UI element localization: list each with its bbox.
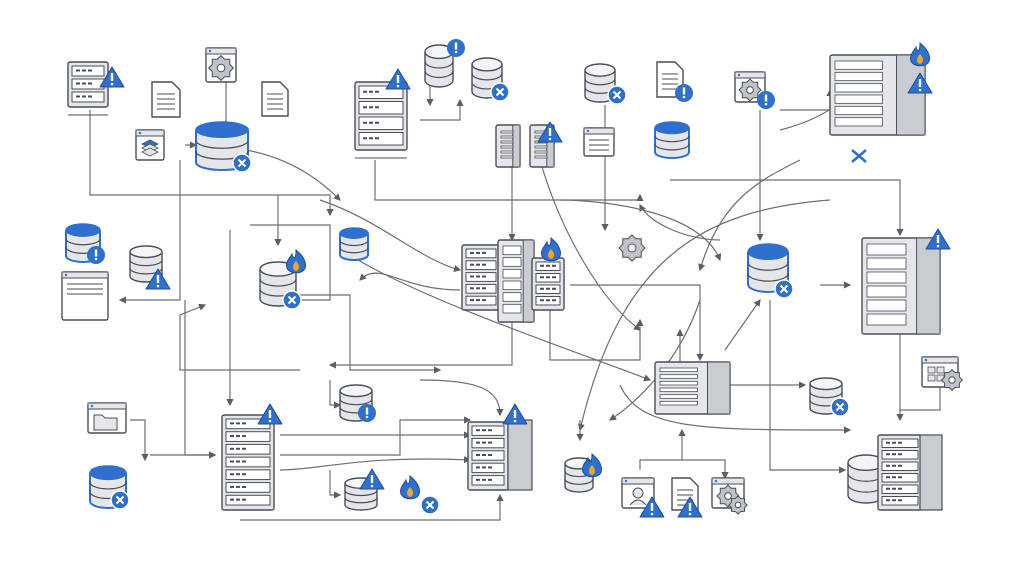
connector-arrow (724, 299, 761, 351)
fire-icon (582, 452, 602, 478)
gear-icon (940, 368, 964, 392)
gear-icon (207, 54, 235, 82)
server-rack-icon (531, 257, 565, 311)
connector-arrow (900, 378, 944, 411)
alert-badge-icon (87, 246, 105, 264)
error-x-icon (774, 279, 794, 299)
connector-arrow (328, 320, 513, 369)
connector-arrow (250, 224, 331, 304)
fire-icon (541, 236, 561, 262)
server-tower-icon (497, 239, 535, 323)
connector-arrow (539, 159, 641, 331)
gear-icon (618, 234, 646, 262)
server-rack-icon (67, 61, 109, 108)
connector-arrow (184, 300, 217, 459)
warning-icon (907, 72, 933, 94)
warning-icon (99, 66, 125, 88)
error-x-icon (607, 85, 627, 105)
warning-icon (502, 403, 528, 425)
database-icon (584, 63, 616, 103)
warning-icon (925, 228, 951, 250)
error-x-icon (830, 397, 850, 417)
database-icon (654, 121, 690, 159)
server-tower-icon (654, 361, 731, 415)
connectors (89, 68, 944, 521)
connector-arrow (419, 379, 504, 417)
server-tower-icon (829, 54, 926, 136)
database-icon (424, 44, 454, 88)
warning-icon (385, 68, 411, 90)
folder-window-icon (87, 402, 127, 434)
connector-arrow (319, 199, 462, 273)
connector-arrow (329, 380, 342, 409)
database-icon (129, 245, 163, 283)
document-icon (151, 81, 181, 118)
connector-arrow (89, 110, 334, 217)
connector-arrow (300, 294, 442, 374)
server-rack-icon (221, 414, 275, 511)
gear-icon (728, 495, 748, 515)
connector-arrow (280, 416, 472, 456)
connector-arrow (374, 160, 644, 201)
server-tower-icon (495, 124, 521, 168)
connector-arrow (420, 98, 464, 121)
warning-icon (359, 468, 385, 490)
fire-icon (910, 41, 930, 67)
connector-arrow (279, 456, 472, 471)
fire-icon (400, 474, 420, 500)
connector-arrow (179, 303, 300, 371)
server-side-panel (919, 434, 943, 511)
connector-arrow (559, 199, 722, 262)
connector-arrow (245, 149, 341, 201)
server-side-panel (507, 419, 533, 491)
tool-cross-icon (851, 149, 867, 163)
error-x-icon (282, 290, 302, 310)
error-x-icon (232, 153, 252, 173)
connector-arrow (240, 493, 504, 521)
nodes (61, 39, 964, 518)
warning-icon (257, 403, 283, 425)
alert-badge-icon (447, 39, 465, 57)
warning-icon (537, 121, 563, 143)
error-x-icon (490, 82, 510, 102)
layers-window-icon (135, 129, 165, 161)
connector-arrow (698, 159, 801, 272)
chart-window-icon (583, 127, 615, 157)
connector-arrow (639, 459, 729, 480)
connector-arrow (549, 310, 644, 361)
user-window-icon (621, 477, 655, 509)
connector-arrow (349, 254, 652, 382)
warning-icon (677, 496, 703, 518)
gear-icon (738, 78, 762, 102)
server-rack-icon (877, 434, 923, 511)
database-icon (339, 227, 369, 261)
connector-arrow (769, 300, 847, 474)
connector-arrow (780, 88, 834, 111)
alert-badge-icon (757, 91, 775, 109)
document-icon (261, 81, 289, 117)
app-window-icon (61, 271, 109, 321)
connector-arrow (118, 160, 181, 304)
connector-arrow (570, 284, 704, 362)
connector-arrow (359, 272, 461, 291)
connector-arrow (329, 470, 342, 499)
connector-arrow (577, 199, 831, 432)
error-x-icon (110, 490, 130, 510)
server-rack-icon (461, 244, 501, 311)
alert-badge-icon (358, 404, 376, 422)
error-x-icon (420, 495, 440, 515)
server-rack-icon (354, 81, 408, 151)
connector-arrow (619, 384, 852, 434)
server-tower-icon (861, 237, 941, 335)
warning-icon (145, 268, 171, 290)
connector-arrow (670, 179, 904, 237)
server-rack-icon (467, 421, 509, 491)
fire-icon (286, 248, 306, 274)
alert-badge-icon (675, 84, 693, 102)
warning-icon (639, 496, 665, 518)
connector-arrow (130, 419, 149, 462)
